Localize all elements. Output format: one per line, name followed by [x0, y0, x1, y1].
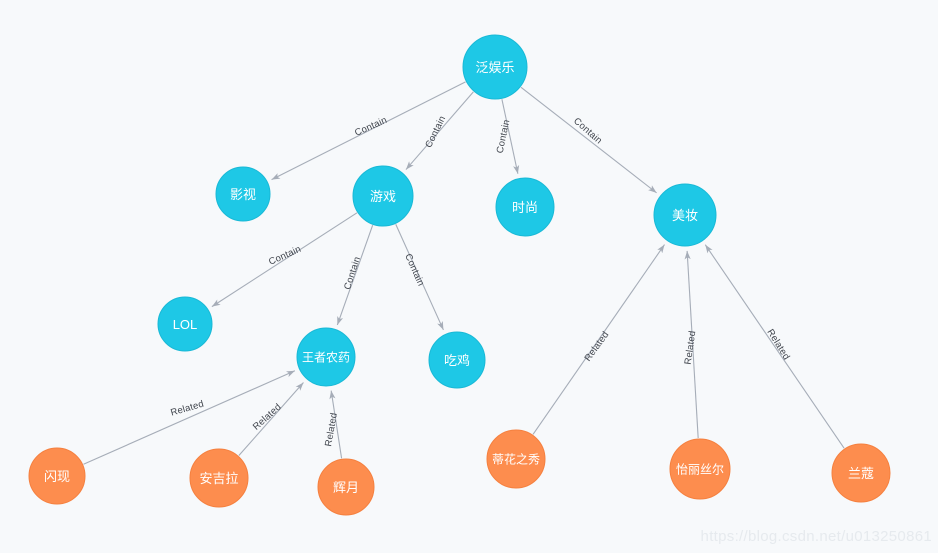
graph-edge: [532, 244, 665, 435]
graph-edge: [405, 91, 474, 170]
graph-node-panyule[interactable]: 泛娱乐: [462, 34, 528, 100]
node-circle[interactable]: [653, 183, 717, 247]
graph-edge: [684, 250, 699, 439]
graph-edge: [704, 244, 845, 449]
graph-edges-layer: [83, 81, 845, 465]
graph-node-shishang[interactable]: 时尚: [495, 177, 555, 237]
edge-label: Related: [582, 329, 611, 363]
graph-node-anjila[interactable]: 安吉拉: [189, 448, 249, 508]
edge-label: Contain: [402, 252, 426, 288]
node-label: 闪现: [44, 469, 70, 484]
node-circle[interactable]: [428, 331, 486, 389]
graph-node-lol[interactable]: LOL: [157, 296, 213, 352]
graph-edge: [238, 382, 304, 456]
node-label: 时尚: [512, 200, 538, 215]
edge-label: Contain: [342, 255, 363, 291]
node-circle[interactable]: [296, 327, 356, 387]
graph-node-yingshi[interactable]: 影视: [215, 166, 271, 222]
graph-edge: [501, 99, 520, 174]
node-label: 辉月: [333, 480, 359, 495]
graph-node-shanxian[interactable]: 闪现: [28, 447, 86, 505]
graph-node-chiji[interactable]: 吃鸡: [428, 331, 486, 389]
node-circle[interactable]: [157, 296, 213, 352]
graph-edge: [520, 86, 657, 194]
node-label: 兰蔻: [848, 466, 874, 481]
graph-edge: [329, 390, 343, 459]
graph-node-youxi[interactable]: 游戏: [352, 165, 414, 227]
graph-node-yilisi[interactable]: 怡丽丝尔: [669, 438, 731, 500]
graph-node-wangzhe[interactable]: 王者农药: [296, 327, 356, 387]
node-circle[interactable]: [462, 34, 528, 100]
graph-node-dihua[interactable]: 蒂花之秀: [486, 429, 546, 489]
node-label: 吃鸡: [444, 353, 470, 368]
graph-edge: [336, 225, 374, 326]
node-label: 美妆: [672, 208, 698, 223]
node-circle[interactable]: [669, 438, 731, 500]
node-circle[interactable]: [486, 429, 546, 489]
watermark-url: https://blog.csdn.net/u013250861: [700, 528, 932, 545]
node-circle[interactable]: [28, 447, 86, 505]
graph-node-huiyue[interactable]: 辉月: [317, 458, 375, 516]
graph-edge: [211, 212, 358, 308]
node-circle[interactable]: [215, 166, 271, 222]
node-circle[interactable]: [495, 177, 555, 237]
node-circle[interactable]: [831, 443, 891, 503]
node-circle[interactable]: [317, 458, 375, 516]
edge-label: Contain: [267, 244, 303, 268]
edge-label: Contain: [571, 116, 604, 147]
graph-edge: [395, 224, 444, 331]
edge-label: Contain: [353, 115, 389, 139]
graph-edge: [83, 370, 296, 465]
node-label: 泛娱乐: [475, 60, 514, 75]
node-label: 游戏: [370, 189, 396, 204]
graph-edge: [271, 81, 466, 181]
node-label: 安吉拉: [199, 471, 238, 486]
node-label: 怡丽丝尔: [676, 462, 724, 477]
edge-label: Related: [169, 399, 205, 419]
edge-label: Contain: [423, 114, 448, 150]
node-label: 王者农药: [302, 351, 350, 365]
edge-label: Related: [251, 402, 284, 433]
graph-node-meizhuang[interactable]: 美妆: [653, 183, 717, 247]
edge-label: Related: [764, 327, 791, 362]
node-label: LOL: [173, 317, 198, 332]
node-label: 蒂花之秀: [492, 452, 540, 467]
node-circle[interactable]: [352, 165, 414, 227]
graph-node-lankou[interactable]: 兰蔻: [831, 443, 891, 503]
node-label: 影视: [230, 187, 256, 202]
node-circle[interactable]: [189, 448, 249, 508]
edge-label: Related: [683, 330, 699, 365]
